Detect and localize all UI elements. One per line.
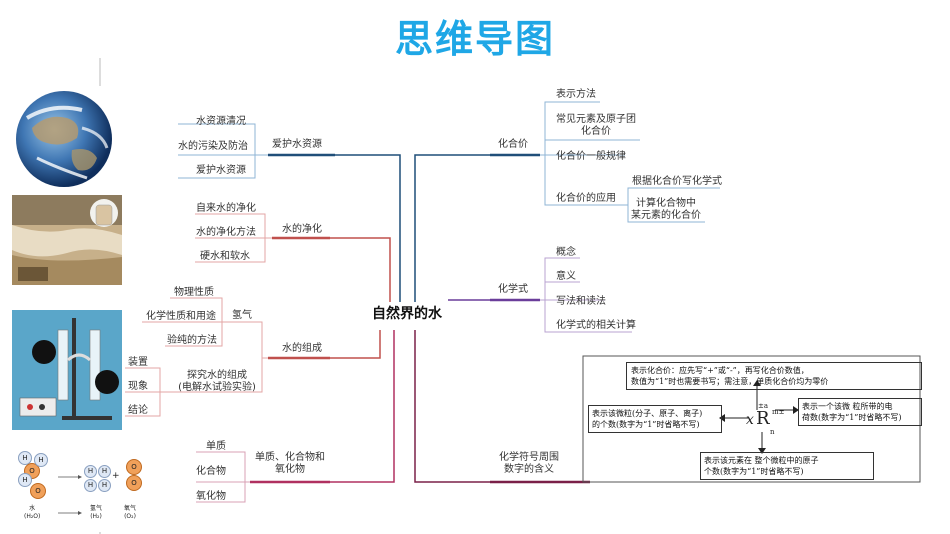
- branch-water-composition: 水的组成: [282, 343, 322, 354]
- leaf-common-valence: 常见元素及原子团 化合价: [556, 114, 636, 137]
- leaf-purify-methods: 水的净化方法: [196, 227, 256, 238]
- leaf-water-pollution: 水的污染及防治: [178, 141, 248, 152]
- leaf-compound: 化合物: [196, 466, 226, 477]
- branch-protect-water: 爱护水资源: [272, 139, 322, 150]
- leaf-calc-valence: 计算化合物中 某元素的化合价: [631, 198, 701, 221]
- plus-sign: +: [112, 471, 120, 481]
- hydrogen-atom: H: [84, 479, 97, 492]
- center-node: 自然界的水: [372, 306, 442, 322]
- leaf-element: 单质: [206, 441, 226, 452]
- hydrogen-atom: H: [98, 465, 111, 478]
- hydrogen-caption: 氢气(H₂): [90, 505, 103, 520]
- leaf-water-resources: 水资源清况: [196, 116, 246, 127]
- leaf-meaning: 意义: [556, 271, 576, 282]
- hydrogen-atom: H: [98, 479, 111, 492]
- hydrogen-atom: H: [84, 465, 97, 478]
- leaf-valence-application: 化合价的应用: [556, 193, 616, 204]
- leaf-chemical-props: 化学性质和用途: [146, 311, 216, 322]
- oxygen-atom: O: [126, 475, 142, 491]
- leaf-physical-props: 物理性质: [174, 287, 214, 298]
- node-electrolysis: 探究水的组成 (电解水试验实验): [178, 370, 256, 393]
- leaf-tap-water: 自来水的净化: [196, 203, 256, 214]
- page-title: 思维导图: [394, 17, 555, 61]
- leaf-hard-soft-water: 硬水和软水: [200, 251, 250, 262]
- leaf-protect-water: 爱护水资源: [196, 165, 246, 176]
- oxygen-atom: O: [126, 459, 142, 475]
- leaf-concept: 概念: [556, 247, 576, 258]
- symbol-r: R: [756, 408, 770, 429]
- leaf-purity-test: 验纯的方法: [167, 335, 217, 346]
- leaf-phenomenon: 现象: [128, 381, 148, 392]
- note-valence: 表示化合价：应先写“+”或“-”，再写化合价数值，数值为“1”时也需要书写；需注…: [626, 362, 922, 390]
- leaf-write-formula: 根据化合价写化学式: [632, 176, 722, 187]
- symbol-valence-sup: ±a: [758, 402, 769, 410]
- leaf-apparatus: 装置: [128, 357, 148, 368]
- branch-substances: 单质、化合物和 氧化物: [255, 452, 325, 475]
- leaf-oxide: 氧化物: [196, 491, 226, 502]
- node-hydrogen: 氢气: [232, 310, 252, 321]
- symbol-charge-sup: m±: [772, 408, 785, 416]
- symbol-x: x: [746, 412, 754, 428]
- hydrogen-atom: H: [18, 473, 32, 487]
- branch-formula: 化学式: [498, 284, 528, 295]
- leaf-notation: 表示方法: [556, 89, 596, 100]
- water-caption: 水(H₂O): [24, 505, 41, 520]
- oxygen-atom: O: [30, 483, 46, 499]
- leaf-valence-rules: 化合价一般规律: [556, 151, 626, 162]
- oxygen-caption: 氧气(O₂): [124, 505, 137, 520]
- note-particle-count: 表示该微粒(分子、原子、离子)的个数(数字为“1”时省略不写): [588, 405, 722, 433]
- branch-valence: 化合价: [498, 139, 528, 150]
- hydrogen-atom: H: [34, 453, 48, 467]
- earth-photo: [12, 88, 116, 190]
- leaf-writing-reading: 写法和读法: [556, 296, 606, 307]
- note-atom-count: 表示该元素在 整个微粒中的原子个数(数字为“1”时省略不写): [700, 452, 874, 480]
- waterfall-photo: [12, 195, 122, 285]
- symbol-sub: n: [770, 428, 775, 436]
- electrolysis-apparatus-photo: [12, 310, 122, 430]
- note-charge: 表示一个该微 粒所带的电荷数(数字为“1”时省略不写): [798, 398, 922, 426]
- hydrogen-atom: H: [18, 451, 32, 465]
- branch-symbol-numbers: 化学符号周围 数字的含义: [499, 452, 559, 475]
- leaf-conclusion: 结论: [128, 405, 148, 416]
- water-decomposition-diagram: H O H H O H H H H + O O 水(H₂O) 氢气(H₂) 氧气…: [12, 447, 152, 531]
- branch-water-purify: 水的净化: [282, 224, 322, 235]
- leaf-formula-calc: 化学式的相关计算: [556, 320, 636, 331]
